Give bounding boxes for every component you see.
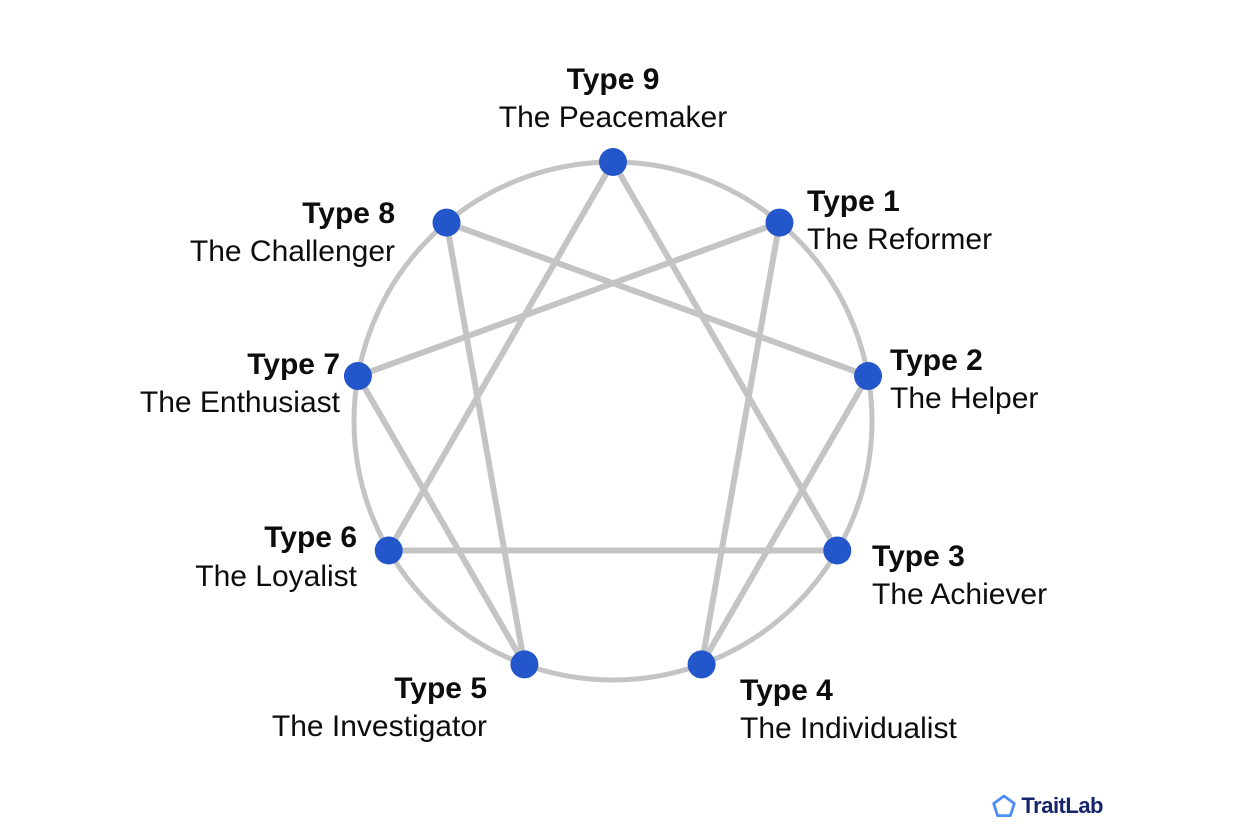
traitlab-logo-text: TraitLab <box>1021 793 1103 818</box>
type-8-subtitle: The Challenger <box>190 235 395 268</box>
type-7-dot <box>343 362 372 391</box>
type-6-dot <box>374 536 403 565</box>
type-2-subtitle: The Helper <box>890 382 1038 415</box>
type-6-labels: Type 6 The Loyalist <box>195 521 357 593</box>
connection-7-1 <box>356 219 781 379</box>
traitlab-logo: TraitLab <box>991 791 1103 821</box>
type-2-dot <box>854 362 883 391</box>
type-5-subtitle: The Investigator <box>272 710 487 743</box>
type-8-title: Type 8 <box>302 197 395 230</box>
pentagon-outline <box>992 794 1017 818</box>
connection-9-3 <box>610 160 840 553</box>
type-9-subtitle: The Peacemaker <box>499 101 727 134</box>
type-4-dot <box>687 650 716 679</box>
connection-4-2 <box>698 374 871 666</box>
type-8-labels: Type 8 The Challenger <box>190 197 395 268</box>
connection-1-4 <box>698 222 783 665</box>
type-9-dot <box>599 148 627 176</box>
type-1-dot <box>765 208 794 237</box>
type-4-labels: Type 4 The Individualist <box>740 674 957 745</box>
type-6-subtitle: The Loyalist <box>195 560 357 593</box>
connection-2-8 <box>445 219 870 379</box>
connection-6-9 <box>386 160 616 552</box>
connection-5-7 <box>355 374 528 666</box>
type-5-dot <box>510 650 539 679</box>
type-8-dot <box>432 208 461 237</box>
type-7-labels: Type 7 The Enthusiast <box>140 348 341 419</box>
type-9-title: Type 9 <box>567 63 660 96</box>
type-3-dot <box>823 536 852 565</box>
type-7-title: Type 7 <box>247 348 340 381</box>
type-7-subtitle: The Enthusiast <box>140 386 341 419</box>
type-4-subtitle: The Individualist <box>740 712 957 745</box>
enneagram-geometry <box>343 148 883 683</box>
pentagon-icon <box>992 794 1017 818</box>
type-3-title: Type 3 <box>872 540 965 573</box>
enneagram-circle <box>351 159 875 683</box>
connection-8-5 <box>443 222 528 665</box>
type-6-title: Type 6 <box>264 521 357 554</box>
type-5-labels: Type 5 The Investigator <box>272 672 487 743</box>
type-3-labels: Type 3 The Achiever <box>872 540 1047 611</box>
type-4-title: Type 4 <box>740 674 833 707</box>
type-3-subtitle: The Achiever <box>872 578 1047 611</box>
type-5-title: Type 5 <box>394 672 487 705</box>
type-2-title: Type 2 <box>890 344 983 377</box>
type-1-labels: Type 1 The Reformer <box>807 185 992 256</box>
type-1-title: Type 1 <box>807 185 900 218</box>
type-9-labels: Type 9 The Peacemaker <box>499 63 727 134</box>
type-1-subtitle: The Reformer <box>807 223 992 256</box>
type-2-labels: Type 2 The Helper <box>890 344 1038 415</box>
